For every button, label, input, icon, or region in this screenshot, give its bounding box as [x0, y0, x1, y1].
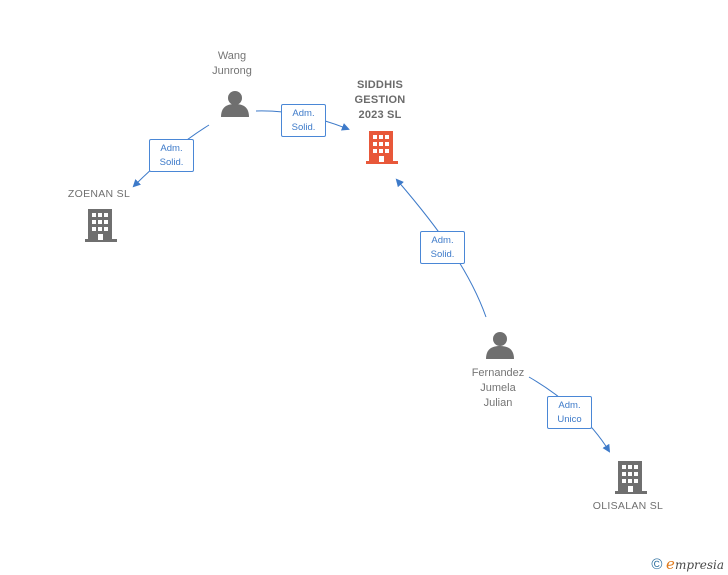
company-label-siddhis[interactable]: SIDDHIS GESTION 2023 SL: [354, 79, 406, 121]
person-label-wang[interactable]: Wang Junrong: [212, 50, 252, 77]
edge-label-wang-siddhis: Adm. Solid.: [281, 104, 326, 137]
person-label-fernandez[interactable]: Fernandez Jumela Julian: [471, 367, 525, 409]
edge-label-fernandez-siddhis: Adm. Solid.: [420, 231, 465, 264]
edge-label-wang-zoenan: Adm. Solid.: [149, 139, 194, 172]
copyright-icon: ©: [651, 556, 663, 573]
empresia-watermark: © empresia: [651, 555, 724, 573]
person-icon: [221, 91, 249, 117]
building-icon: [85, 209, 117, 242]
edge-label-fernandez-olisalan: Adm. Unico: [547, 396, 592, 429]
company-label-olisalan[interactable]: OLISALAN SL: [592, 500, 664, 512]
brand-logo: empresia: [666, 555, 724, 573]
company-label-zoenan[interactable]: ZOENAN SL: [67, 188, 131, 200]
person-icon: [486, 332, 514, 359]
building-icon: [366, 131, 398, 164]
building-icon: [615, 461, 647, 494]
